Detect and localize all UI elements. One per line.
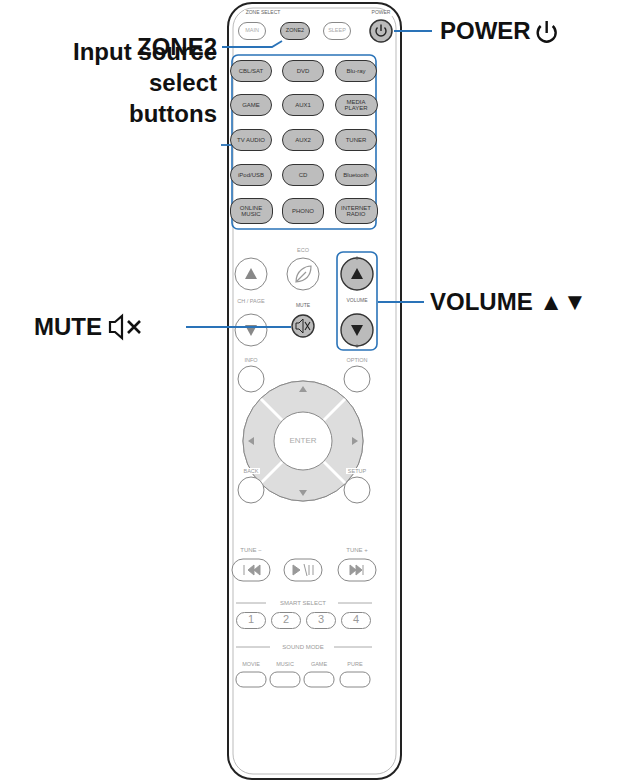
button-text: ONLINE MUSIC bbox=[232, 205, 270, 218]
button-caption: PURE bbox=[345, 661, 364, 667]
button-caption: SETUP bbox=[346, 468, 368, 474]
button-text: MEDIA PLAYER bbox=[337, 99, 375, 112]
button-text: TUNER bbox=[346, 137, 367, 143]
remote-button: 4 bbox=[341, 612, 371, 629]
button-text: 3 bbox=[318, 614, 324, 626]
callout-label: MUTE bbox=[34, 314, 102, 340]
button-caption: TUNE + bbox=[344, 547, 370, 554]
remote-button: CD bbox=[282, 164, 324, 186]
button-caption: VOLUME bbox=[344, 298, 369, 304]
button-text: AUX2 bbox=[295, 137, 311, 143]
button-text: INTERNET RADIO bbox=[337, 205, 375, 218]
button-text: MAIN bbox=[245, 28, 259, 34]
callout-label: POWER bbox=[440, 18, 531, 44]
button-text: CBL/SAT bbox=[239, 68, 264, 74]
callout-label: VOLUME ▲▼ bbox=[430, 289, 587, 315]
button-text: Blu-ray bbox=[346, 68, 365, 74]
button-text: CD bbox=[299, 172, 308, 178]
remote-button: AUX2 bbox=[282, 129, 324, 151]
button-text: ENTER bbox=[289, 437, 316, 445]
button-caption: OPTION bbox=[344, 357, 369, 363]
remote-button: MEDIA PLAYER bbox=[335, 94, 378, 116]
button-caption: GAME bbox=[309, 661, 329, 667]
remote-button: PHONO bbox=[282, 198, 324, 224]
button-text: iPod/USB bbox=[238, 172, 264, 178]
remote-button: SLEEP bbox=[323, 22, 351, 40]
button-caption: INFO bbox=[242, 357, 259, 363]
remote-button: iPod/USB bbox=[230, 164, 272, 186]
remote-button: MAIN bbox=[238, 22, 266, 40]
button-text: TV AUDIO bbox=[237, 137, 265, 143]
button-text: 2 bbox=[283, 614, 289, 626]
button-caption: ECO bbox=[295, 247, 311, 253]
power-icon bbox=[538, 21, 556, 42]
button-caption: SMART SELECT bbox=[278, 600, 328, 607]
button-text: 1 bbox=[248, 614, 254, 626]
remote-button: GAME bbox=[230, 94, 272, 116]
button-caption: MUSIC bbox=[274, 661, 296, 667]
button-text: 4 bbox=[353, 614, 359, 626]
button-text: PHONO bbox=[292, 208, 314, 214]
button-text: AUX1 bbox=[295, 102, 311, 108]
remote-button: Bluetooth bbox=[335, 164, 377, 186]
button-text: ZONE2 bbox=[286, 28, 304, 34]
remote-button: DVD bbox=[282, 60, 324, 82]
button-caption: MUTE bbox=[294, 303, 312, 309]
enter-button: ENTER bbox=[275, 413, 331, 469]
button-caption: ZONE SELECT bbox=[244, 10, 283, 16]
callout-label: Input source select buttons bbox=[57, 36, 217, 129]
remote-button: ONLINE MUSIC bbox=[230, 198, 273, 224]
remote-button: CBL/SAT bbox=[230, 60, 272, 82]
button-caption: TUNE − bbox=[238, 547, 264, 554]
remote-button: 2 bbox=[271, 612, 301, 629]
button-text: DVD bbox=[297, 68, 310, 74]
remote-button: Blu-ray bbox=[335, 60, 377, 82]
remote-button: TV AUDIO bbox=[230, 129, 272, 151]
remote-button: AUX1 bbox=[282, 94, 324, 116]
remote-button: 1 bbox=[236, 612, 266, 629]
button-caption: SOUND MODE bbox=[280, 644, 325, 651]
button-caption: CH / PAGE bbox=[235, 298, 266, 304]
remote-button: INTERNET RADIO bbox=[335, 198, 378, 224]
button-text: Bluetooth bbox=[343, 172, 368, 178]
remote-button: 3 bbox=[306, 612, 336, 629]
button-text: SLEEP bbox=[328, 28, 346, 34]
mute-icon bbox=[110, 316, 140, 338]
button-text: GAME bbox=[242, 102, 260, 108]
button-caption: MOVIE bbox=[240, 661, 262, 667]
remote-button: TUNER bbox=[335, 129, 377, 151]
remote-button: ZONE2 bbox=[280, 22, 310, 40]
button-caption: POWER bbox=[370, 10, 393, 16]
button-caption: BACK bbox=[242, 468, 261, 474]
